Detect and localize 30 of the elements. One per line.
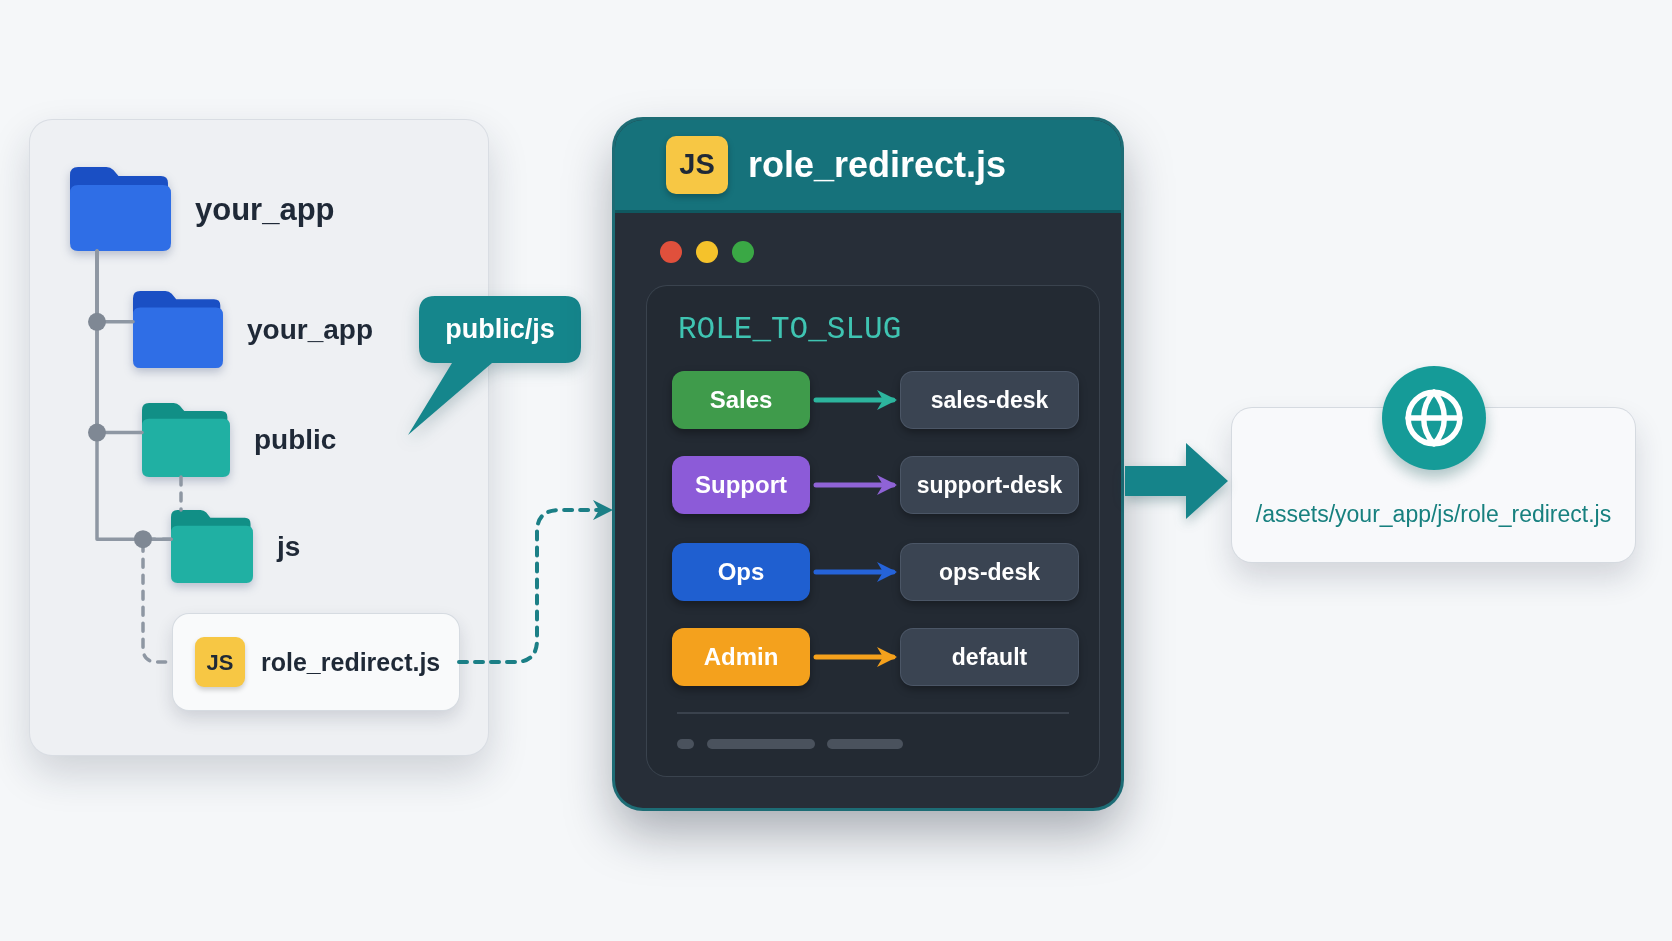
dashed-line <box>179 475 183 512</box>
role-label: Ops <box>672 543 810 601</box>
arrow <box>813 562 897 582</box>
file-card <box>173 614 459 710</box>
folder-name: your_app <box>195 193 335 225</box>
dashed-arrow <box>457 500 613 664</box>
url-text: /assets/your_app/js/role_redirect.js <box>1255 503 1612 526</box>
file-type-label: JS <box>195 637 245 687</box>
file-type-label: JS <box>666 136 728 194</box>
path-label: public/js <box>445 316 555 343</box>
dashed-line <box>141 537 175 664</box>
code-window <box>615 120 1121 808</box>
role-label: Sales <box>672 371 810 429</box>
slug-label: support-desk <box>901 457 1078 513</box>
arrow <box>813 647 897 667</box>
constant-name: ROLE_TO_SLUG <box>678 314 902 345</box>
code-panel <box>647 286 1099 776</box>
arrow <box>813 390 897 410</box>
slug-label: sales-desk <box>901 372 1078 428</box>
file-name: role_redirect.js <box>261 649 441 675</box>
folder-name: js <box>277 532 301 561</box>
slug-label: default <box>901 629 1078 685</box>
role-label: Admin <box>672 628 810 686</box>
folder-name: public <box>254 426 337 454</box>
arrow <box>813 475 897 495</box>
window-title: role_redirect.js <box>748 147 1007 183</box>
role-label: Support <box>672 456 810 514</box>
folder-name: your_app <box>247 315 374 344</box>
slug-label: ops-desk <box>901 544 1078 600</box>
speech-bubble <box>408 296 581 435</box>
